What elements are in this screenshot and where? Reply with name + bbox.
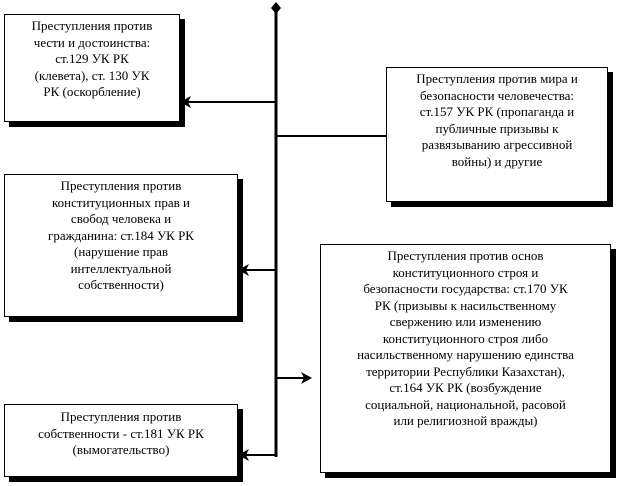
box-crimes-against-peace: Преступления против мира и безопасности … bbox=[386, 67, 608, 202]
arrowhead-honor bbox=[180, 96, 191, 108]
arrowhead-property bbox=[238, 449, 249, 461]
box-crimes-against-honor: Преступления против чести и достоинства:… bbox=[4, 14, 180, 122]
arrowhead-order bbox=[301, 372, 312, 384]
box-crimes-against-constitutional-rights: Преступления против конституционных прав… bbox=[4, 174, 238, 317]
arrowhead-rights bbox=[238, 264, 249, 276]
box-crimes-against-property: Преступления против собственности - ст.1… bbox=[4, 404, 238, 477]
box-crimes-against-constitutional-order: Преступления против основ конституционно… bbox=[320, 244, 611, 473]
